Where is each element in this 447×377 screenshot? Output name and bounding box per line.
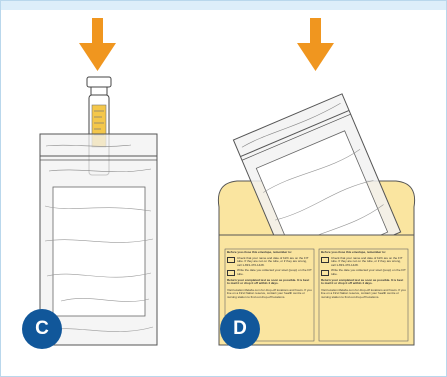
- down-arrow-icon: [79, 18, 116, 71]
- checkbox-icon: [321, 270, 329, 276]
- card-heading: Before you close this envelope, remember…: [227, 251, 312, 255]
- card-footer: Visit location.lifelabs.com for drop-off…: [321, 289, 406, 300]
- checklist-item: Write the date you collected your stool …: [321, 269, 406, 276]
- checklist-item: Write the date you collected your stool …: [227, 269, 312, 276]
- checkbox-icon: [321, 257, 329, 263]
- checkbox-icon: [227, 257, 235, 263]
- envelope-instructions-right: Before you close this envelope, remember…: [321, 251, 406, 300]
- checklist-item: Check that your name and date of birth a…: [321, 257, 406, 268]
- specimen-bag: [40, 134, 157, 345]
- card-note: Return your completed test as soon as po…: [227, 279, 312, 286]
- step-badge-d: D: [220, 309, 260, 349]
- checklist-item: Check that your name and date of birth a…: [227, 257, 312, 268]
- step-badge-c: C: [22, 309, 62, 349]
- card-heading: Before you close this envelope, remember…: [321, 251, 406, 255]
- card-footer: Visit location.lifelabs.com for drop-off…: [227, 289, 312, 300]
- checkbox-icon: [227, 270, 235, 276]
- card-note: Return your completed test as soon as po…: [321, 279, 406, 286]
- down-arrow-icon: [297, 18, 334, 71]
- envelope-instructions-left: Before you close this envelope, remember…: [227, 251, 312, 300]
